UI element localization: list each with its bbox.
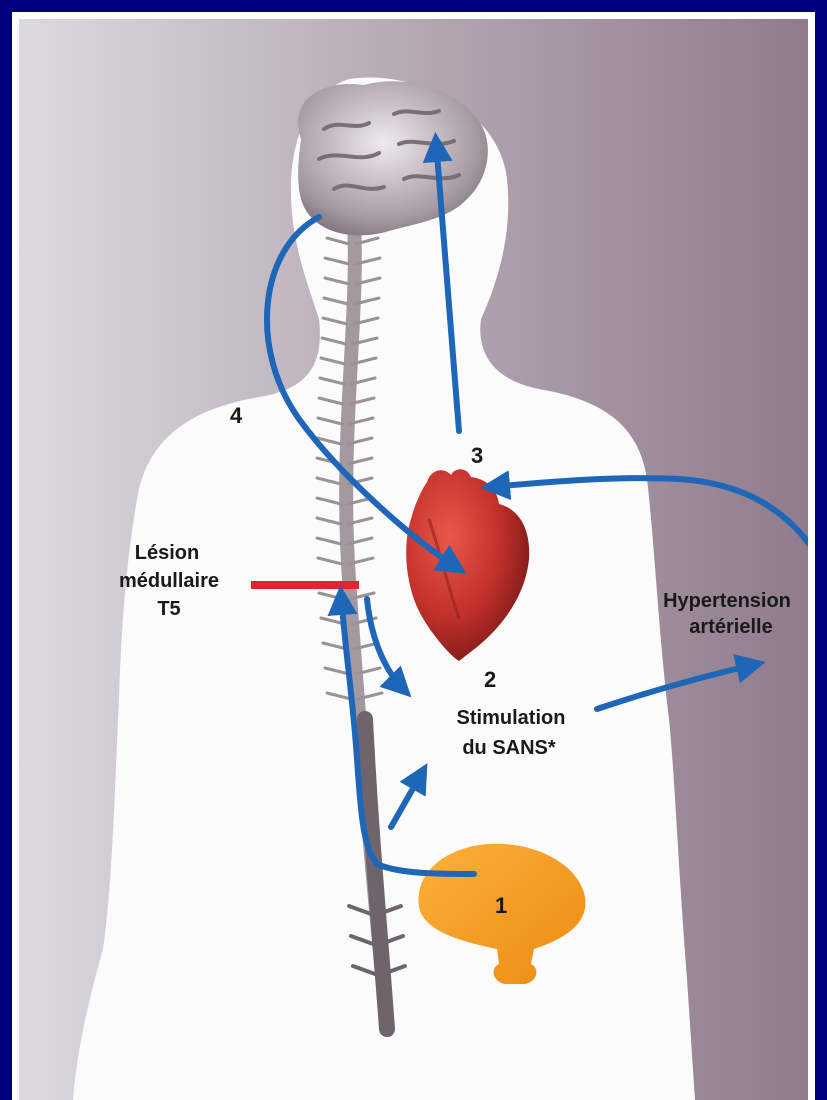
stimulation-label-line-2: du SANS* [462, 737, 556, 759]
step-number-3: 3 [471, 443, 483, 468]
diagram-frame: Lésion médullaire T5 Stimulation du SANS… [12, 12, 815, 1100]
hypertension-label-line-1: Hypertension [663, 590, 791, 612]
stimulation-label-line-1: Stimulation [457, 707, 566, 729]
lesion-label-line-3: T5 [157, 598, 180, 620]
lesion-label-line-1: Lésion [135, 542, 199, 564]
diagram-stage: Lésion médullaire T5 Stimulation du SANS… [19, 19, 808, 1100]
step-number-2: 2 [484, 667, 496, 692]
lesion-label-line-2: médullaire [119, 570, 219, 592]
autonomic-dysreflexia-diagram: Lésion médullaire T5 Stimulation du SANS… [19, 19, 808, 1100]
hypertension-label-line-2: artérielle [689, 616, 772, 638]
step-number-4: 4 [230, 403, 243, 428]
step-number-1: 1 [495, 893, 507, 918]
